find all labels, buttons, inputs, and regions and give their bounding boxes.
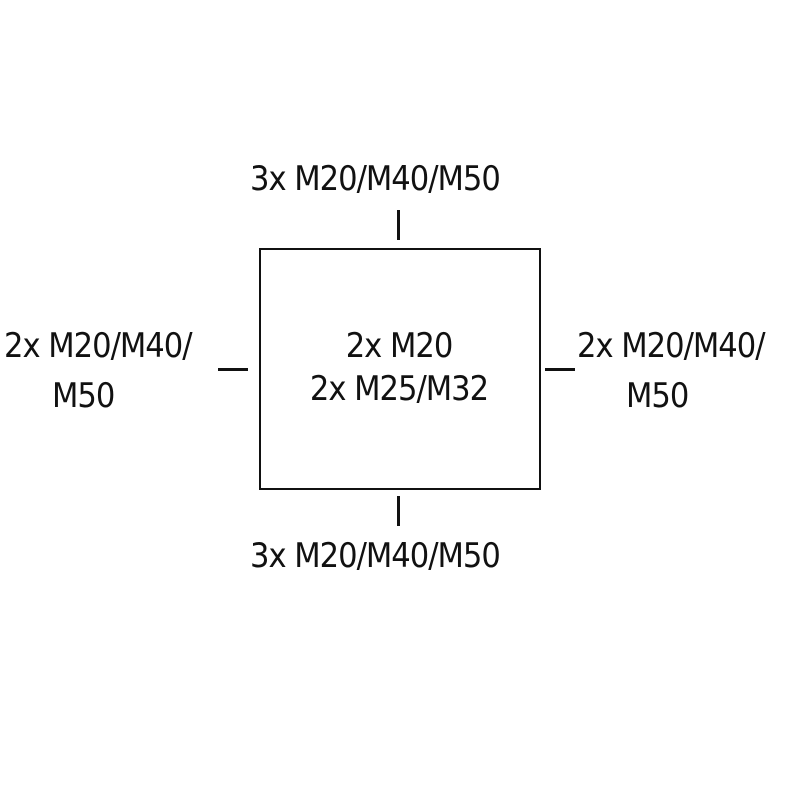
left-tick xyxy=(218,368,248,371)
bottom-label: 3x M20/M40/M50 xyxy=(250,536,501,576)
right-label-line1: 2x M20/M40/ xyxy=(577,326,766,366)
left-label-line2: M50 xyxy=(52,376,115,416)
left-label-line1: 2x M20/M40/ xyxy=(4,326,193,366)
top-tick xyxy=(397,210,400,240)
center-label-line2: 2x M25/M32 xyxy=(309,369,489,409)
center-label-line1: 2x M20 xyxy=(345,326,454,366)
right-label-line2: M50 xyxy=(626,376,689,416)
bottom-tick xyxy=(397,496,400,526)
top-label: 3x M20/M40/M50 xyxy=(250,159,501,199)
right-tick xyxy=(545,368,575,371)
enclosure-box xyxy=(259,248,541,490)
